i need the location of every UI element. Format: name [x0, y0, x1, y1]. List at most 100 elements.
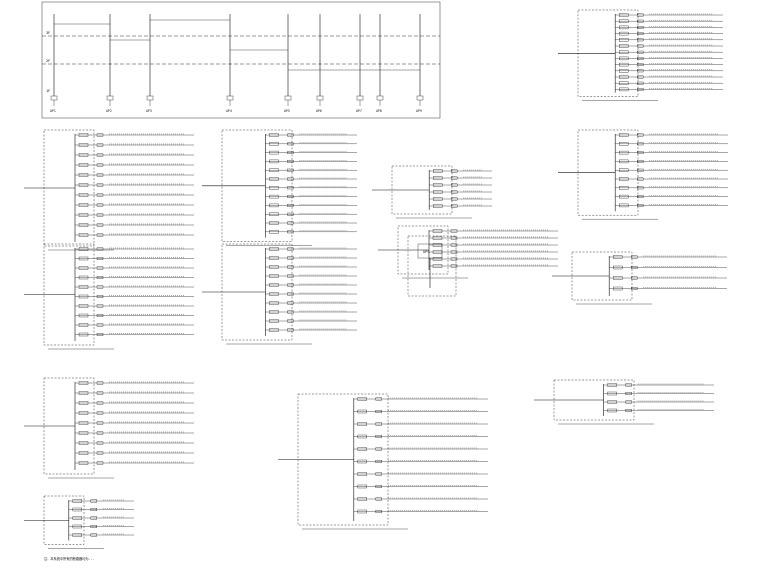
- ups-unit: [417, 243, 443, 259]
- breaker: [78, 304, 89, 308]
- breaker: [269, 177, 279, 181]
- breaker: [78, 275, 89, 280]
- circuit-tag: [637, 26, 644, 29]
- panel-frame: [43, 495, 85, 545]
- breaker: [78, 332, 89, 337]
- circuit-tag: [287, 212, 294, 216]
- breaker: [78, 203, 89, 207]
- circuit-tag: [287, 203, 294, 207]
- breaker: [72, 533, 83, 537]
- breaker: [78, 183, 89, 187]
- panel-p7: [24, 377, 194, 479]
- breaker: [619, 56, 629, 61]
- ups-block: UPS: [407, 235, 457, 297]
- breaker: [269, 159, 279, 164]
- breaker: [78, 133, 89, 137]
- breaker: [78, 381, 89, 385]
- breaker: [78, 285, 89, 289]
- circuit-tag: [451, 176, 458, 180]
- circuit-tag: [637, 13, 644, 17]
- breaker: [619, 159, 629, 164]
- panel-frame: [43, 243, 95, 346]
- breaker: [619, 87, 629, 92]
- circuit-tag: [96, 223, 104, 227]
- breaker: [357, 434, 367, 439]
- riser-panel-tag: AP3: [146, 109, 152, 113]
- circuit-tag: [96, 153, 104, 157]
- breaker: [607, 391, 617, 396]
- circuit-tag: [375, 510, 382, 513]
- breaker: [269, 221, 279, 225]
- panel-frame: [577, 129, 639, 216]
- circuit-tag: [96, 314, 104, 317]
- breaker: [78, 411, 89, 415]
- circuit-tag: [637, 44, 644, 48]
- circuit-tag: [287, 142, 294, 146]
- breaker: [72, 499, 83, 503]
- circuit-tag: [637, 195, 644, 198]
- breaker: [619, 194, 629, 199]
- circuit-tag: [96, 173, 104, 177]
- circuit-tag: [96, 247, 104, 251]
- breaker: [432, 257, 443, 261]
- riser-panel-box: [376, 95, 384, 101]
- circuit-tag: [96, 163, 104, 167]
- breaker: [269, 186, 279, 190]
- circuit-tag: [631, 276, 638, 280]
- breaker: [269, 247, 279, 251]
- breaker: [357, 472, 367, 476]
- panel-p3: [372, 165, 492, 219]
- circuit-tag: [375, 460, 382, 463]
- circuit-tag: [287, 283, 294, 287]
- breaker: [619, 133, 629, 137]
- panel-p2: [202, 129, 357, 246]
- breaker: [357, 459, 367, 464]
- breaker: [619, 168, 629, 172]
- breaker: [613, 265, 623, 270]
- panel-frame: [43, 377, 95, 475]
- breaker: [613, 276, 623, 280]
- breaker: [619, 177, 629, 181]
- circuit-tag: [637, 87, 644, 91]
- riser-panel-box: [316, 95, 324, 101]
- circuit-tag: [450, 236, 458, 240]
- circuit-tag: [287, 265, 294, 269]
- riser-panel-box: [146, 95, 154, 101]
- circuit-tag: [96, 431, 104, 435]
- circuit-tag: [287, 230, 294, 234]
- circuit-tag: [96, 304, 104, 308]
- breaker: [78, 313, 89, 318]
- circuit-tag: [96, 401, 104, 405]
- circuit-tag: [375, 447, 382, 451]
- breaker: [357, 497, 367, 501]
- floor-mark-3: 1F: [46, 89, 50, 93]
- circuit-tag: [90, 499, 98, 503]
- panel-p4: [378, 225, 558, 279]
- circuit-tag: [96, 213, 104, 217]
- circuit-tag: [637, 63, 644, 67]
- circuit-tag: [637, 168, 644, 172]
- circuit-tag: [96, 323, 104, 327]
- breaker: [269, 319, 279, 323]
- riser-panel-box: [416, 95, 424, 101]
- breaker: [613, 255, 623, 259]
- panel-p1: [24, 129, 194, 251]
- breaker: [357, 509, 367, 514]
- breaker: [78, 451, 89, 455]
- circuit-tag: [287, 159, 294, 163]
- riser-panel-tag: AP6: [316, 109, 322, 113]
- circuit-tag: [96, 381, 104, 385]
- breaker: [78, 247, 89, 251]
- circuit-tag: [637, 203, 644, 207]
- breaker: [432, 264, 443, 268]
- circuit-tag: [450, 243, 458, 247]
- breaker: [78, 223, 89, 227]
- breaker: [432, 236, 443, 240]
- circuit-tag: [287, 177, 294, 181]
- breaker: [607, 400, 617, 404]
- panel-p11: [558, 129, 728, 220]
- circuit-tag: [450, 264, 458, 268]
- floor-mark-2: 2F: [46, 59, 50, 63]
